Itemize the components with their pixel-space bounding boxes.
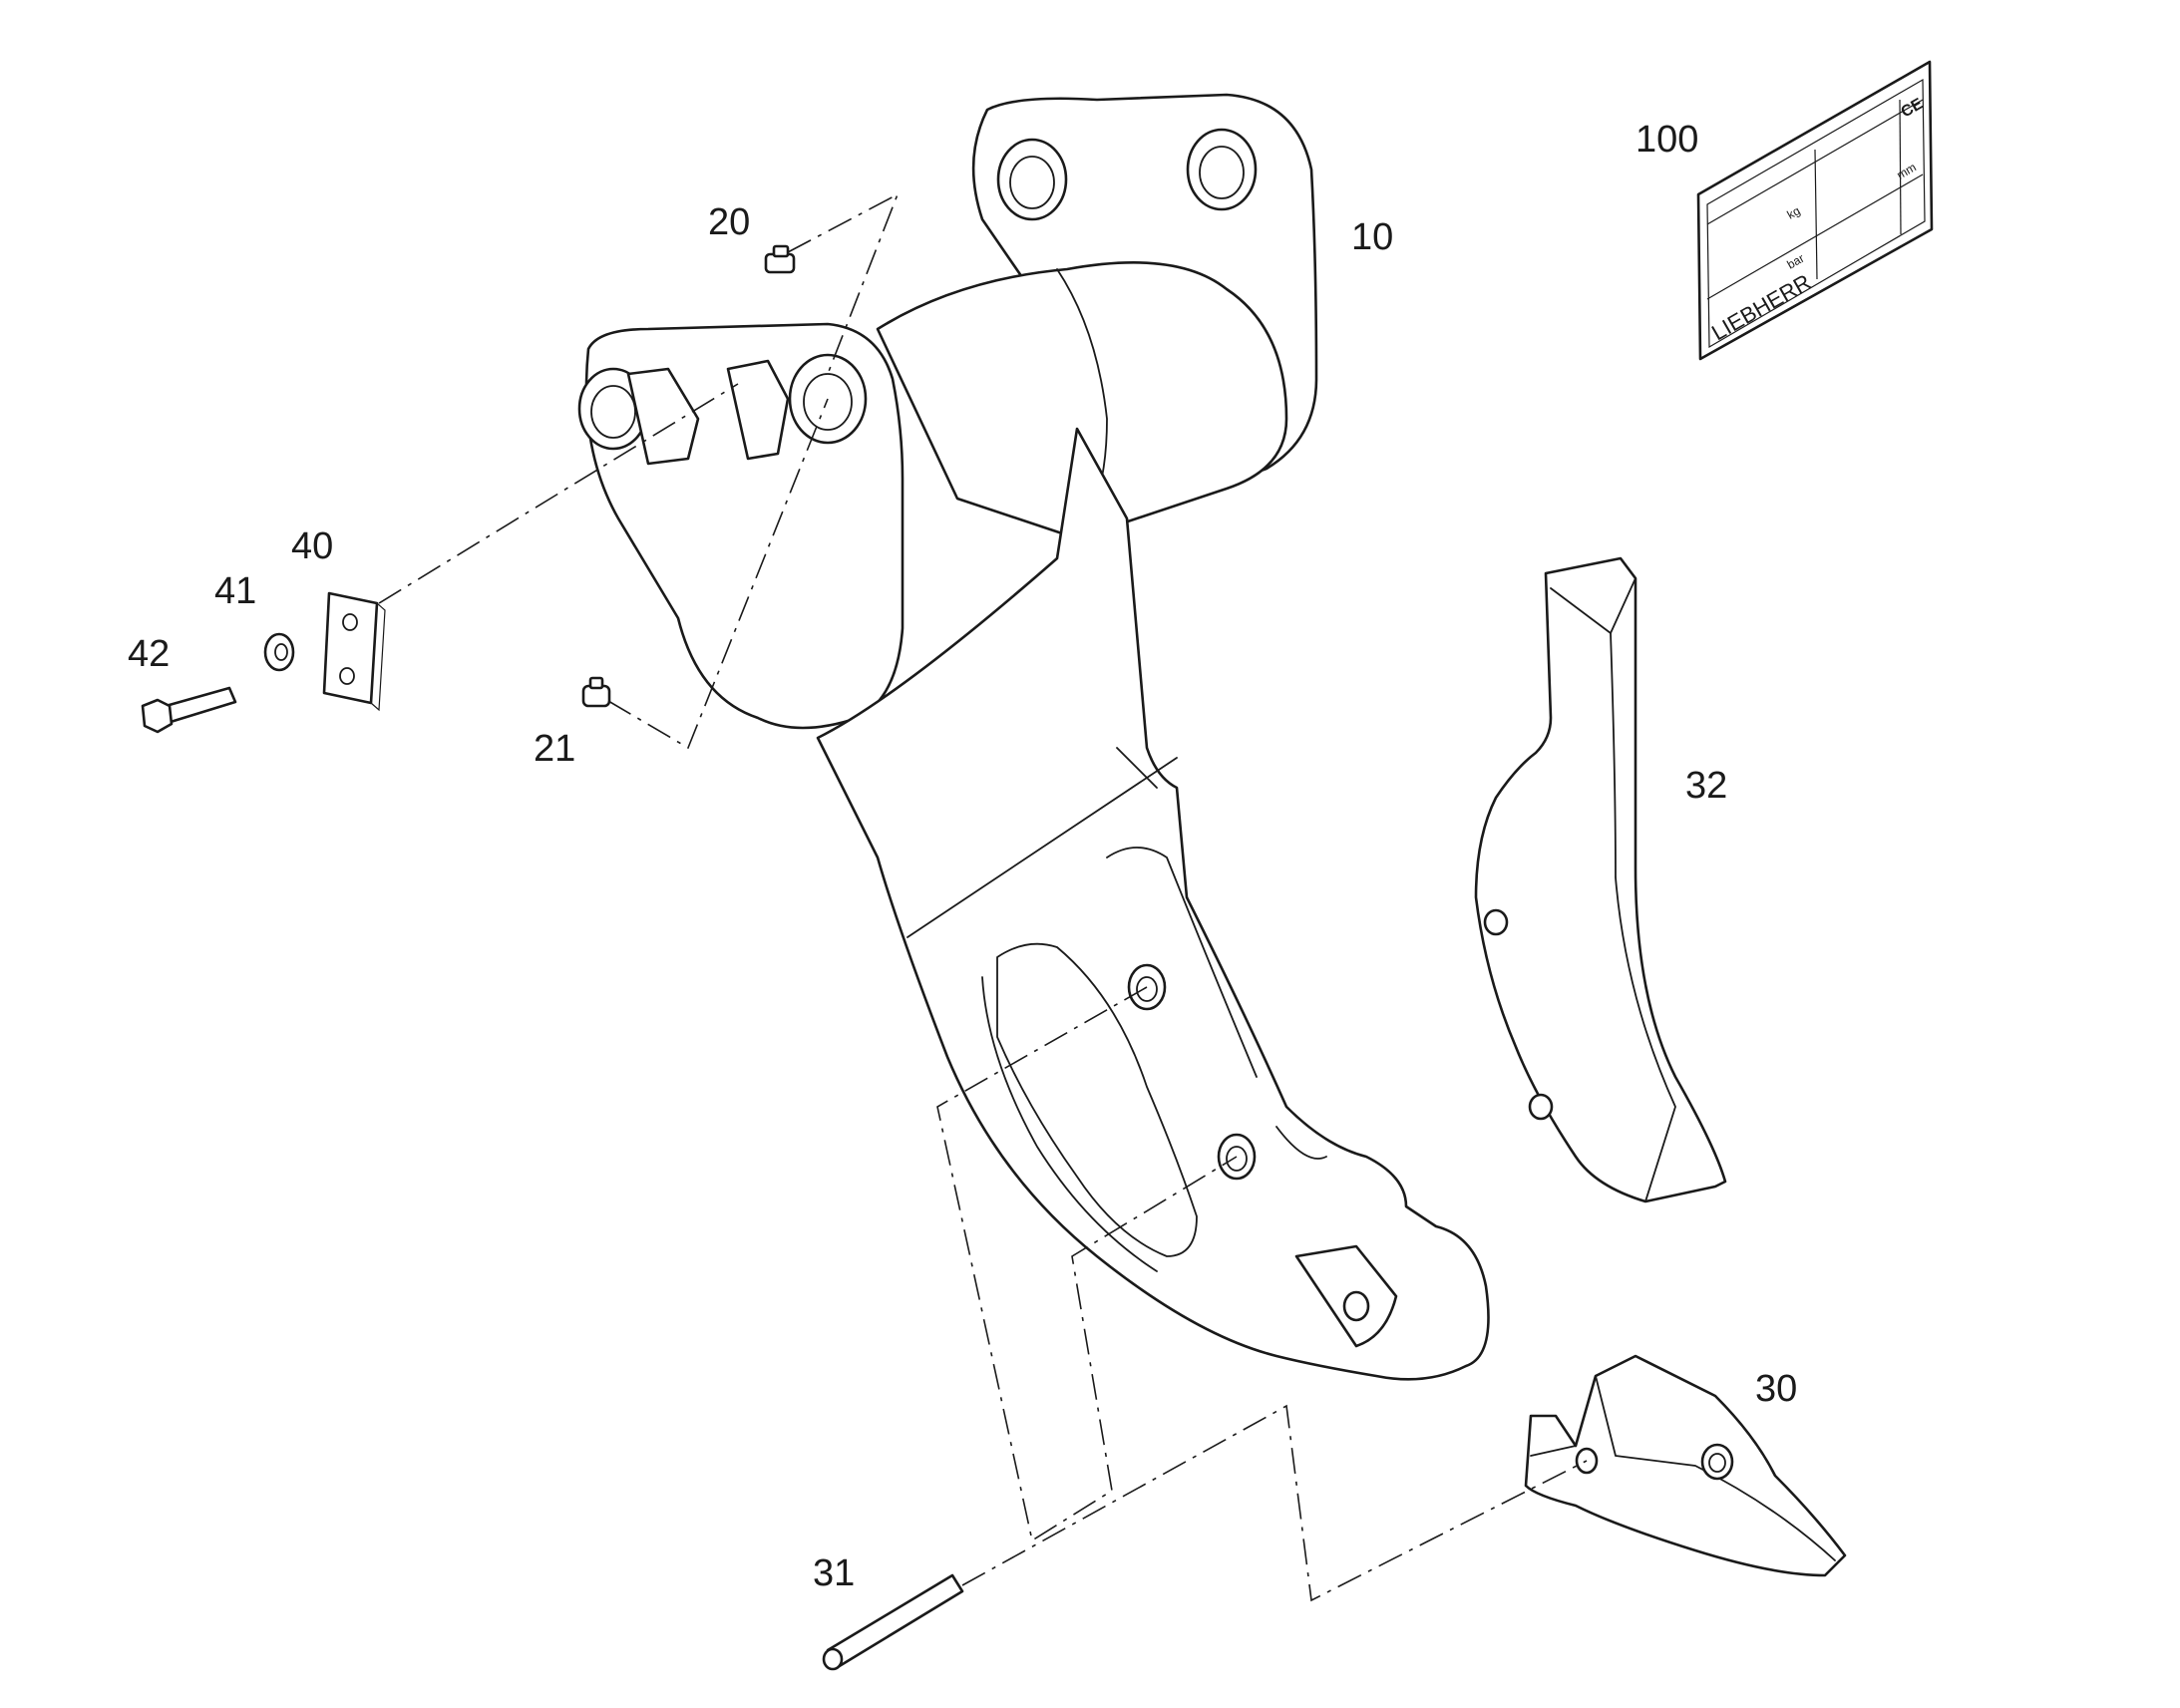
retaining-pin-31[interactable]: [822, 1573, 964, 1671]
type-plate-100[interactable]: LIEBHERR CE kg mm bar: [1696, 60, 1934, 361]
hex-bolt-42[interactable]: [141, 686, 237, 734]
callout-20: 20: [708, 201, 750, 243]
grease-nipple-21[interactable]: [581, 676, 611, 708]
shank-protector-32[interactable]: [1474, 556, 1727, 1203]
ripper-tooth-30[interactable]: [1524, 1354, 1847, 1577]
plate-unit-kg: kg: [1785, 203, 1803, 221]
grease-nipple-20[interactable]: [764, 244, 796, 274]
washer-41[interactable]: [263, 632, 295, 672]
callout-21: 21: [534, 728, 575, 770]
callout-32: 32: [1685, 765, 1727, 807]
callouts: 10 20 21 30 31 32 40 41 42 100: [128, 119, 1797, 1594]
callout-31: 31: [813, 1552, 855, 1594]
callout-100: 100: [1635, 119, 1698, 161]
callout-42: 42: [128, 633, 170, 675]
locking-plate-40[interactable]: [322, 591, 386, 712]
callout-41: 41: [214, 570, 256, 612]
callout-30: 30: [1755, 1368, 1797, 1410]
callout-10: 10: [1351, 216, 1393, 258]
ripper-shank-body[interactable]: [577, 93, 1490, 1381]
leader-lines: [378, 192, 1588, 1602]
callout-40: 40: [291, 525, 333, 567]
